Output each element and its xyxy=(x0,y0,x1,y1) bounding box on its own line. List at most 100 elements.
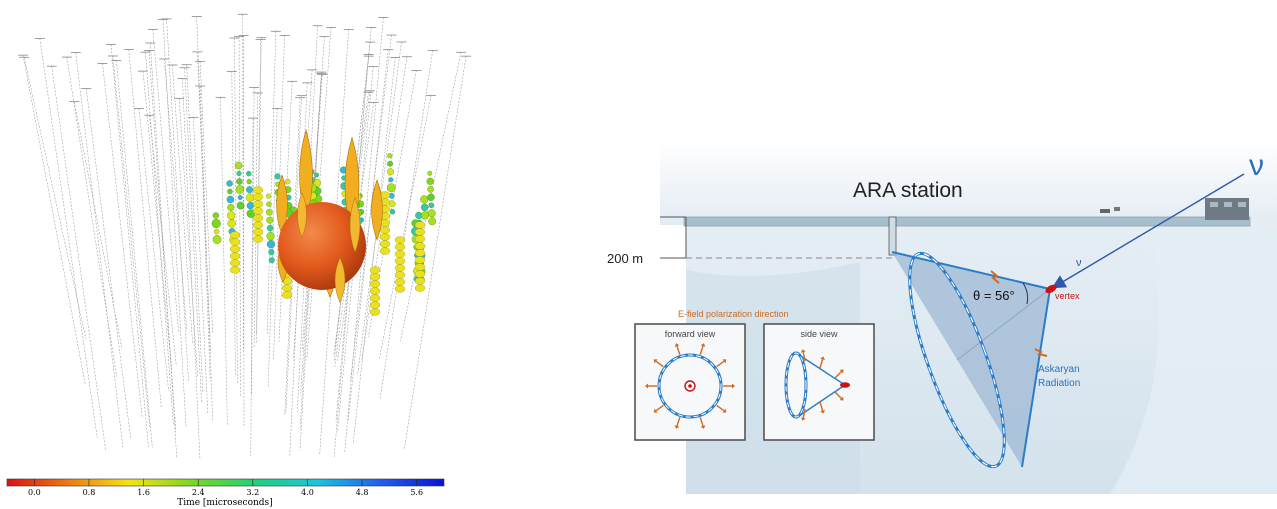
detector-string xyxy=(319,29,349,456)
borehole xyxy=(888,216,897,256)
station-building-icon xyxy=(1100,198,1249,220)
polarization-arrow xyxy=(819,359,824,369)
colorbar-gradient xyxy=(6,478,445,487)
polarization-arrow xyxy=(699,345,704,355)
detector-string xyxy=(75,52,124,449)
detector-string xyxy=(266,31,277,334)
detector-string xyxy=(334,90,371,367)
forward-view-panel: forward view xyxy=(634,323,746,441)
colorbar-tick-label: 4.0 xyxy=(301,488,314,497)
ice-surface xyxy=(683,216,1251,227)
dom-hit xyxy=(266,201,272,207)
detector-string xyxy=(267,108,278,388)
dom-hit xyxy=(426,177,434,185)
detector-string xyxy=(234,37,238,385)
detector-string xyxy=(162,19,187,427)
detector-string xyxy=(199,61,213,333)
dom-hit xyxy=(252,186,264,194)
detector-string xyxy=(150,42,178,459)
askaryan-label-line2: Radiation xyxy=(1038,378,1080,389)
dom-hit xyxy=(394,243,406,251)
dom-hit xyxy=(394,236,406,244)
dom-hit xyxy=(389,209,396,215)
dom-hit xyxy=(427,193,435,201)
dom-hit xyxy=(266,216,274,224)
dom-hit xyxy=(414,228,426,236)
dom-hit xyxy=(369,280,381,288)
depth-label: 200 m xyxy=(607,251,643,266)
dom-hit xyxy=(252,193,264,201)
detector-string xyxy=(347,49,389,423)
polarization-arrowhead xyxy=(700,425,706,429)
polarization-arrowhead xyxy=(820,409,825,414)
detector-string xyxy=(403,56,467,451)
dom-hit xyxy=(245,193,255,202)
detector-strings xyxy=(18,13,472,459)
neutrino-symbol-large: ν xyxy=(1249,149,1264,182)
dom-hit xyxy=(229,252,241,260)
forward-vertex-dot xyxy=(688,384,692,388)
cone-rim-dash xyxy=(909,252,1005,468)
detector-string xyxy=(378,95,432,361)
polarization-arrow xyxy=(802,352,806,362)
dom-hit xyxy=(274,173,281,180)
detector-string xyxy=(166,18,189,382)
dom-hit xyxy=(369,287,381,295)
polarization-arrow xyxy=(834,371,842,379)
dom-hit xyxy=(246,186,254,194)
dom-hit xyxy=(394,278,406,286)
dom-hit xyxy=(314,172,320,178)
dom-hit xyxy=(246,179,252,185)
dom-hit xyxy=(369,294,381,302)
detector-string xyxy=(22,55,86,385)
dom-hit xyxy=(212,235,222,244)
colorbar-tick-label: 2.4 xyxy=(192,488,205,497)
dom-hit xyxy=(266,224,274,232)
detector-string xyxy=(238,36,241,397)
dom-hit xyxy=(226,195,235,204)
dom-hit xyxy=(229,259,241,267)
dom-hit-cluster xyxy=(334,256,346,304)
dom-hit xyxy=(394,271,406,279)
dom-hit xyxy=(394,264,406,272)
dom-hit-cluster xyxy=(349,196,361,254)
dom-hit xyxy=(229,238,241,246)
dom-hit xyxy=(388,177,394,183)
colorbar-label: Time [microseconds] xyxy=(177,498,272,508)
dom-hit xyxy=(369,301,381,309)
dom-hit xyxy=(227,211,236,220)
dom-hit xyxy=(265,193,272,199)
cherenkov-cone xyxy=(892,252,1050,467)
polarization-arrow xyxy=(699,417,704,427)
cone-edge-lower xyxy=(1021,288,1051,468)
dom-hit xyxy=(414,284,426,292)
polarization-arrowhead xyxy=(800,349,806,353)
angle-arc xyxy=(1022,282,1029,305)
dom-hit xyxy=(252,221,264,229)
dom-hit xyxy=(227,203,235,211)
dom-hit xyxy=(414,277,426,285)
dom-hit xyxy=(281,284,293,292)
dom-hit xyxy=(227,219,236,228)
dom-hit xyxy=(427,185,434,193)
dom-hits xyxy=(211,128,437,316)
dom-hit xyxy=(234,161,243,170)
polarization-arrowhead xyxy=(645,383,648,389)
radiation-bolt-icon-2 xyxy=(1034,348,1048,357)
detector-string xyxy=(184,67,202,403)
dom-hit xyxy=(379,247,391,255)
detector-string xyxy=(23,57,87,339)
polarization-arrowhead xyxy=(722,359,727,364)
dom-hit xyxy=(387,160,393,167)
side-view-panel: side view xyxy=(763,323,875,441)
sky xyxy=(660,140,1277,225)
side-view-label: side view xyxy=(800,329,838,339)
dom-hit xyxy=(379,226,391,234)
detector-string xyxy=(256,37,262,335)
efield-title: E-field polarization direction xyxy=(678,309,789,319)
forward-polarization-arrows xyxy=(645,343,735,429)
detector-string xyxy=(148,50,177,432)
dom-hit xyxy=(369,273,381,281)
